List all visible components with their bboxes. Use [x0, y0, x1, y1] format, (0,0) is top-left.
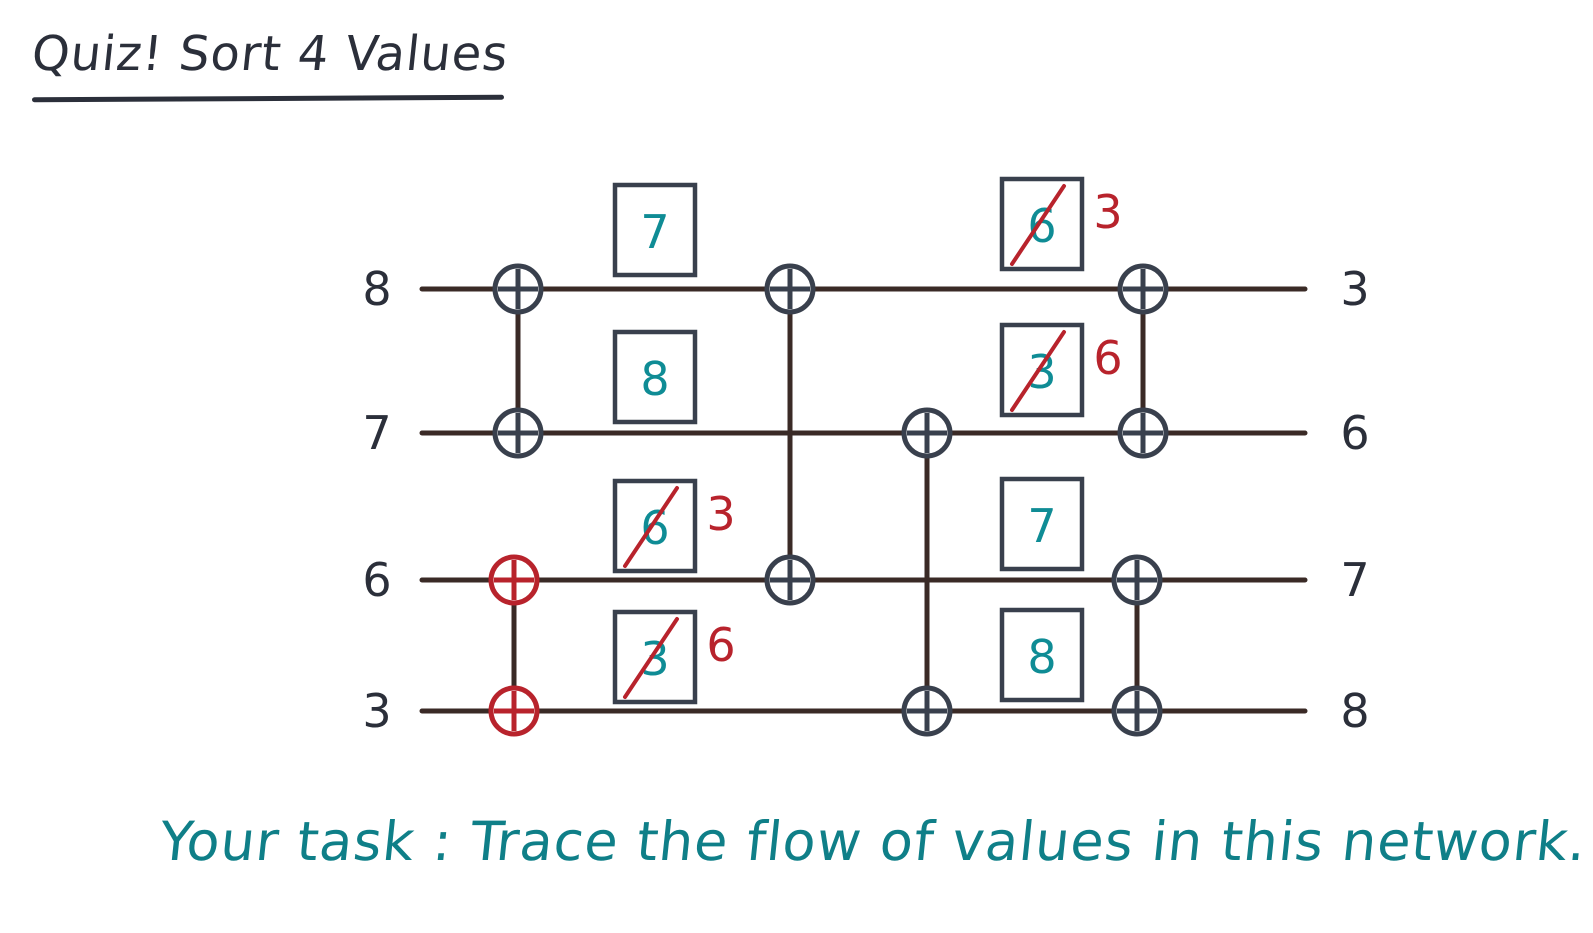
box-value: 7 [1027, 499, 1056, 553]
comparator-node [901, 407, 953, 459]
strike-mark [623, 617, 679, 699]
corrected-value: 6 [706, 618, 735, 672]
box-value: 8 [640, 352, 669, 406]
box-value: 3 [640, 632, 669, 686]
input-value: 3 [362, 684, 391, 738]
comparator-node [764, 263, 816, 315]
comparator-node [1111, 554, 1163, 606]
strike-mark [623, 486, 679, 568]
value-box: 8 [999, 607, 1085, 703]
box-value: 8 [1027, 630, 1056, 684]
corrected-value: 3 [706, 487, 735, 541]
comparator-node [492, 263, 544, 315]
comparator-node [901, 685, 953, 737]
box-value: 6 [640, 501, 669, 555]
output-value: 6 [1340, 406, 1369, 460]
comparator-node [488, 554, 540, 606]
comparator-node [764, 554, 816, 606]
comparator-node [488, 685, 540, 737]
comparator-node [1117, 407, 1169, 459]
box-value: 6 [1027, 199, 1056, 253]
task-instruction: Your task : Trace the flow of values in … [156, 810, 1591, 873]
output-value: 7 [1340, 553, 1369, 607]
input-value: 8 [362, 262, 391, 316]
corrected-value: 6 [1093, 331, 1122, 385]
strike-mark [1010, 184, 1066, 266]
output-value: 8 [1340, 684, 1369, 738]
box-value: 3 [1027, 345, 1056, 399]
input-value: 7 [362, 406, 391, 460]
strike-mark [1010, 330, 1066, 412]
output-value: 3 [1340, 262, 1369, 316]
input-value: 6 [362, 553, 391, 607]
comparator-node [1117, 263, 1169, 315]
comparator-node [492, 407, 544, 459]
comparator-node [1111, 685, 1163, 737]
value-box: 8 [612, 329, 698, 425]
value-box: 7 [999, 476, 1085, 572]
box-value: 7 [640, 205, 669, 259]
value-box: 7 [612, 182, 698, 278]
corrected-value: 3 [1093, 185, 1122, 239]
